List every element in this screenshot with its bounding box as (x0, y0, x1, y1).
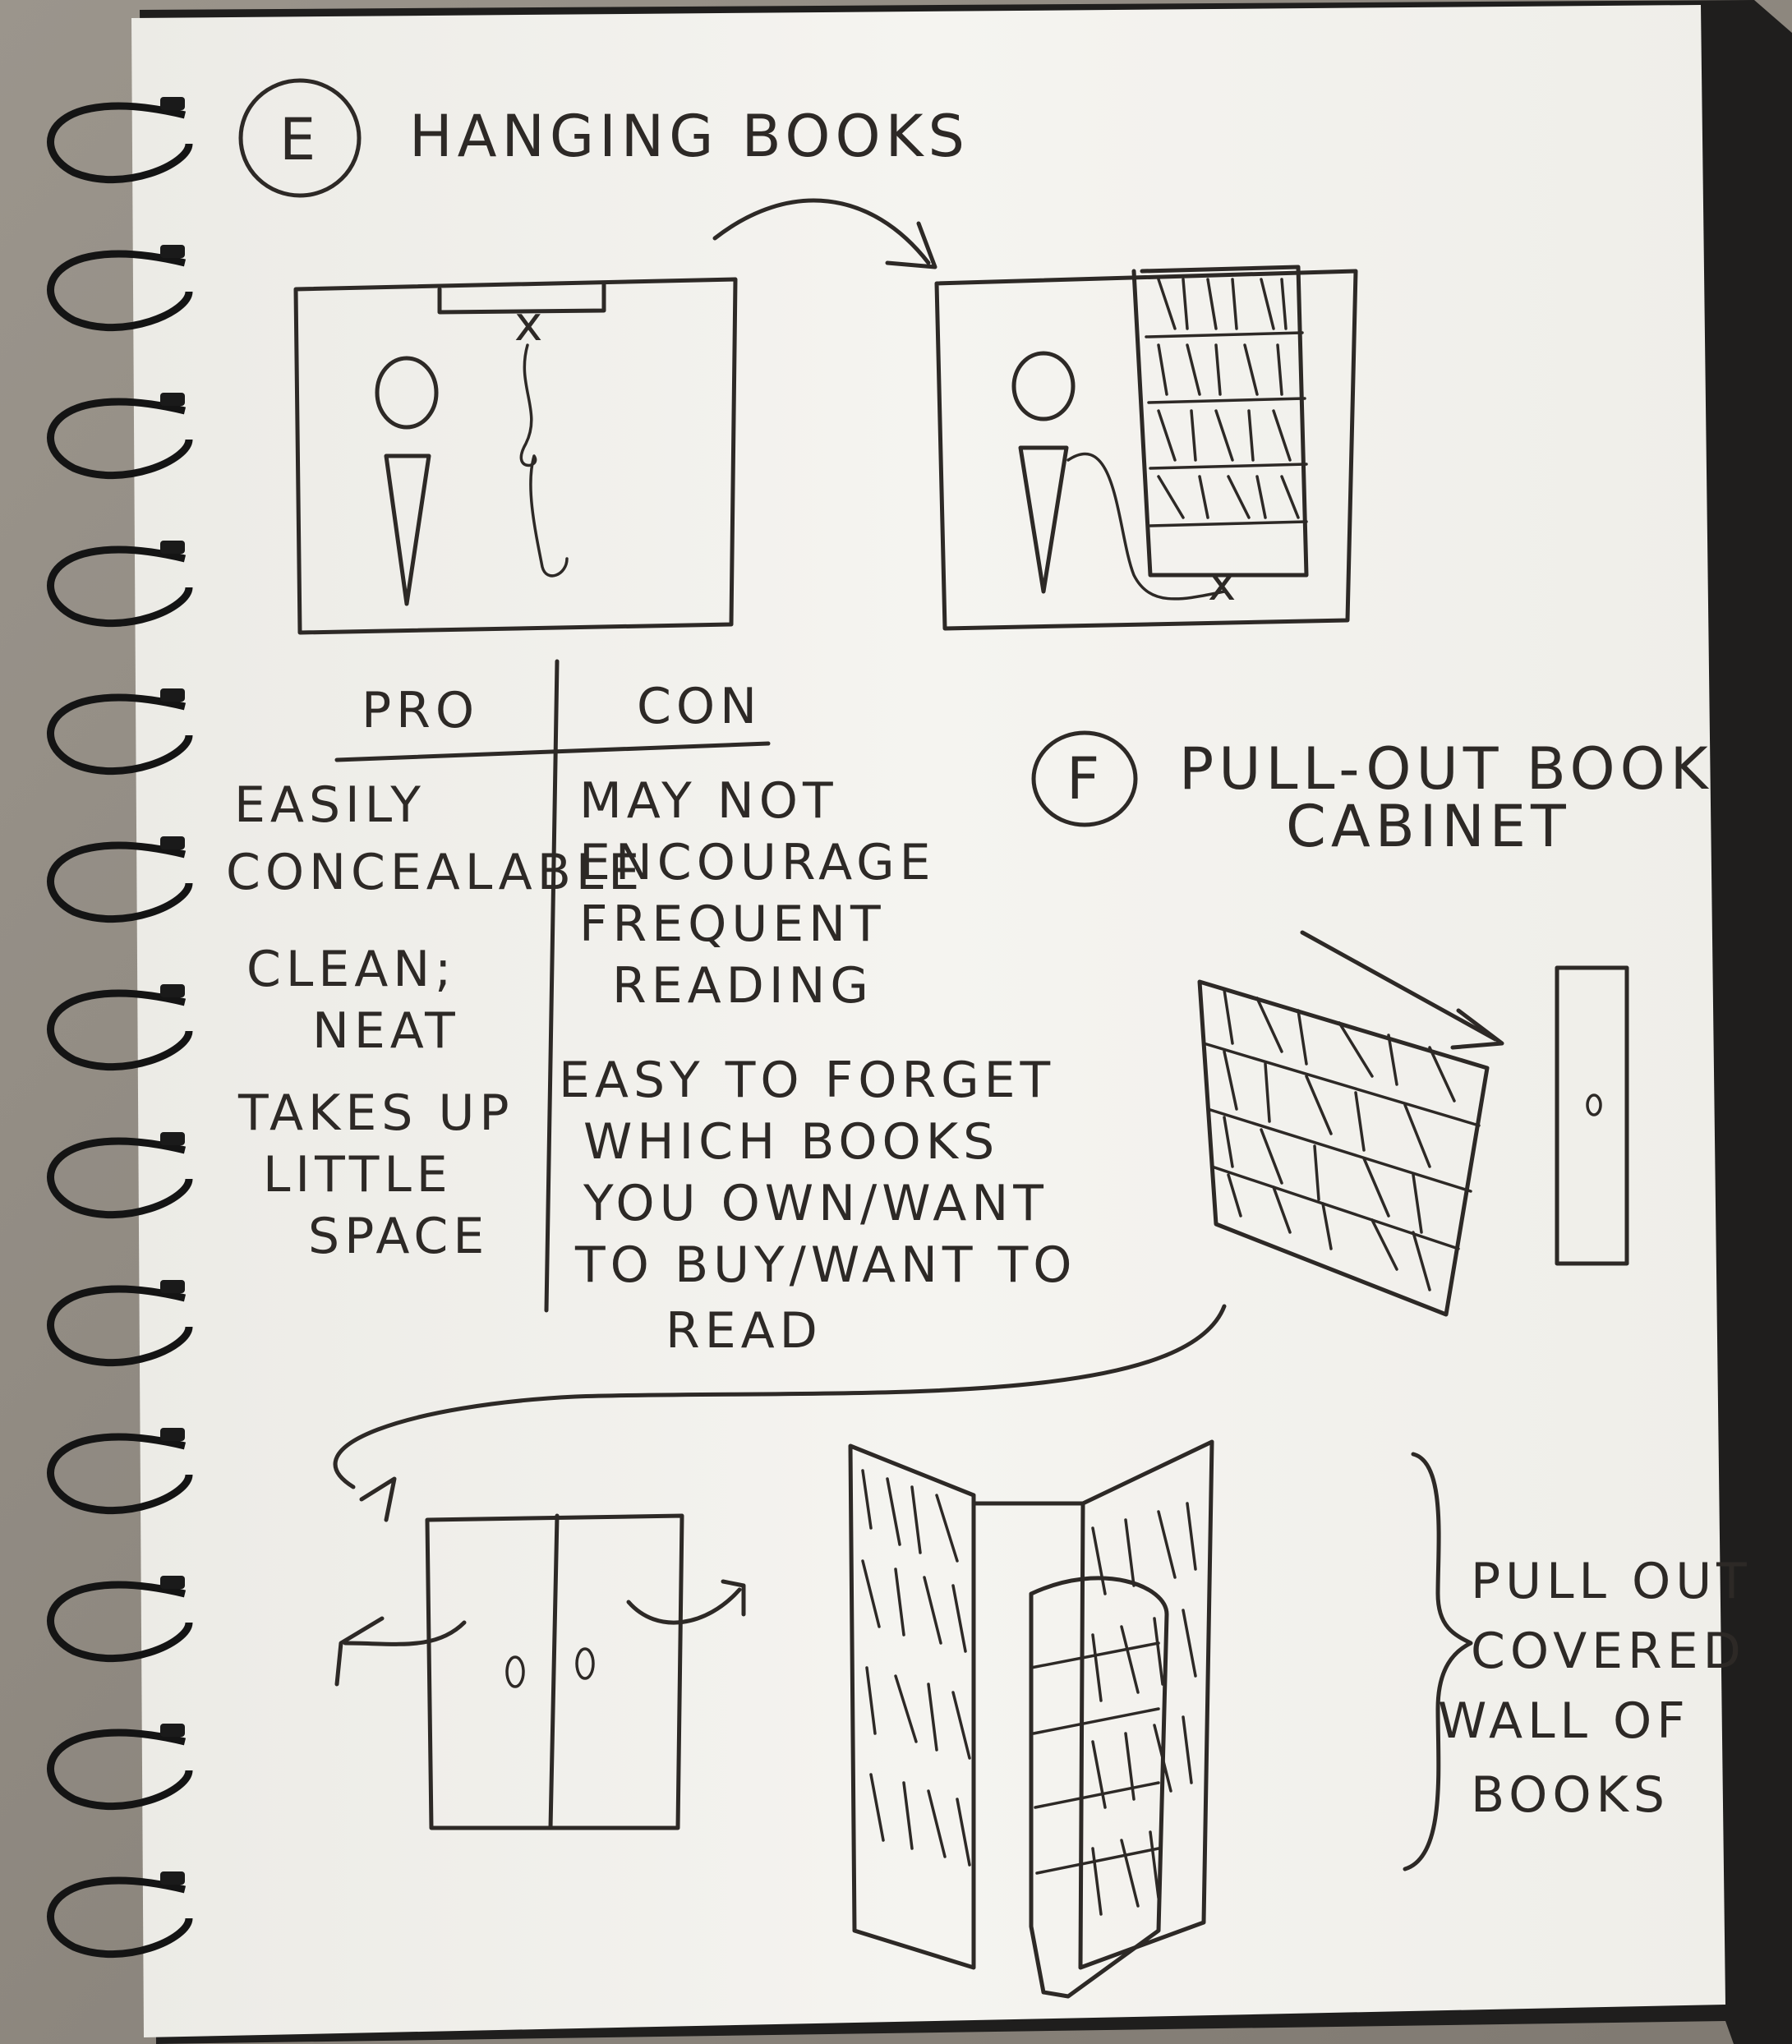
sketch-pullout-cabinet (1197, 930, 1629, 1317)
pro-item-3-line-2: LITTLE (263, 1146, 453, 1204)
side-note: PULL OUT COVERED WALL OF BOOKS (1438, 1553, 1752, 1824)
paper-page (131, 5, 1725, 2037)
section-f-title-line-1: PULL-OUT BOOK (1179, 735, 1713, 803)
side-note-line-3: WALL OF (1438, 1692, 1690, 1750)
con-list: MAY NOT ENCOURAGE FREQUENT READING EASY … (559, 772, 1076, 1360)
con-item-2-line-5: READ (666, 1302, 822, 1360)
section-f-marker: F (1066, 745, 1104, 813)
pro-item-2-line-1: CLEAN; (246, 941, 456, 998)
side-note-line-4: BOOKS (1471, 1766, 1670, 1824)
con-item-2-line-1: EASY TO FORGET (559, 1052, 1055, 1109)
pro-item-2-line-2: NEAT (312, 1002, 460, 1060)
table-horizontal-rule (334, 741, 771, 762)
pro-item-1-line-1: EASILY (234, 776, 426, 834)
pro-list: EASILY CONCEALABLE CLEAN; NEAT TAKES UP … (226, 776, 644, 1265)
con-item-1-line-3: FREQUENT (579, 895, 886, 953)
side-note-line-2: COVERED (1471, 1623, 1746, 1680)
sketch-closed-doors (334, 1513, 746, 1830)
section-e-marker: E (279, 106, 320, 173)
table-vertical-rule (544, 659, 560, 1313)
con-item-2-line-2: WHICH BOOKS (583, 1113, 999, 1171)
pro-item-1-line-2: CONCEALABLE (226, 844, 644, 901)
con-item-1-line-1: MAY NOT (579, 772, 838, 830)
transition-arrow-top (712, 198, 931, 265)
section-f-circle (1031, 730, 1138, 827)
section-f-title-line-2: CABINET (1286, 793, 1571, 860)
hook-bottom-mark: x (1208, 555, 1241, 611)
side-note-line-1: PULL OUT (1471, 1553, 1752, 1610)
con-header: CON (637, 678, 762, 735)
con-item-1-line-2: ENCOURAGE (579, 834, 935, 891)
transition-arrow-bottom (333, 1304, 1227, 1489)
con-item-1-line-4: READING (612, 957, 873, 1015)
transition-arrow-top-head (885, 221, 937, 269)
hook-top-mark: x (514, 296, 547, 352)
pro-item-3-line-3: SPACE (308, 1208, 489, 1265)
sketch-box-bookshelf: x (934, 265, 1358, 631)
con-item-2-line-4: TO BUY/WANT TO (574, 1236, 1076, 1294)
spiral-binding (47, 102, 193, 1958)
side-note-brace (1403, 1452, 1473, 1871)
pro-item-3-line-1: TAKES UP (237, 1084, 514, 1142)
con-item-2-line-3: YOU OWN/WANT (583, 1175, 1048, 1232)
sketch-box-hanging: x (293, 277, 738, 635)
section-e-title: HANGING BOOKS (409, 103, 970, 170)
binding-holes (160, 97, 185, 1885)
sketch-open-cabinet (848, 1439, 1214, 1999)
transition-arrow-bottom-head (359, 1476, 397, 1522)
pro-header: PRO (362, 682, 479, 739)
section-e-circle (238, 78, 362, 198)
